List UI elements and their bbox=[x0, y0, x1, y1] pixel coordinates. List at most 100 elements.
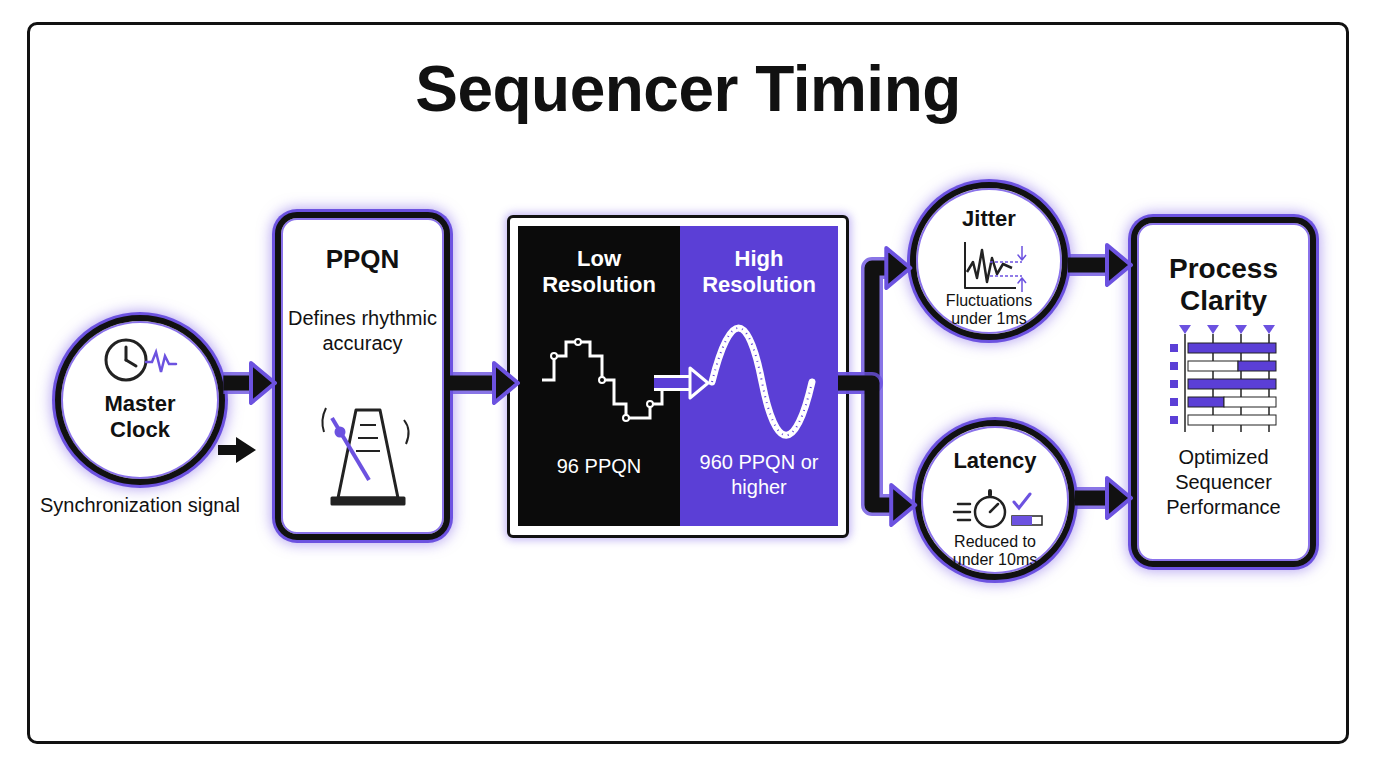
grid-line bbox=[1184, 334, 1186, 432]
result-box: Process ClarityOptimized Sequencer Perfo… bbox=[1131, 217, 1316, 567]
clock-face bbox=[106, 340, 146, 380]
speed-line bbox=[958, 503, 970, 506]
arrow-head bbox=[494, 363, 518, 403]
jitter-line bbox=[967, 250, 1012, 282]
flow-arrow bbox=[838, 383, 915, 525]
swing-mark bbox=[322, 408, 326, 432]
metronome-body bbox=[338, 410, 398, 498]
arrow-glow bbox=[1068, 254, 1107, 276]
node-body: Fluctuations under 1ms bbox=[924, 292, 1054, 327]
node-body: Synchronization signal bbox=[30, 493, 250, 518]
node-heading: PPQN bbox=[288, 244, 438, 275]
flow-arrow bbox=[1068, 245, 1131, 285]
progress-fill bbox=[1012, 516, 1032, 525]
arrow-glow bbox=[838, 383, 891, 505]
diagram-title: Sequencer Timing bbox=[0, 52, 1376, 126]
flow-arrow bbox=[1075, 478, 1131, 518]
metronome-icon bbox=[322, 408, 408, 504]
metric-circle: JitterFluctuations under 1ms bbox=[910, 182, 1068, 340]
arrow-head bbox=[1107, 478, 1131, 518]
node-heading: Process Clarity bbox=[1144, 253, 1304, 317]
row-bar bbox=[1188, 343, 1276, 353]
arrow-head bbox=[1107, 245, 1131, 285]
decor-arrow bbox=[218, 437, 256, 463]
bound-line bbox=[990, 261, 1022, 263]
flow-arrow bbox=[223, 363, 275, 403]
jitter-icon bbox=[965, 242, 1026, 292]
row-square bbox=[1170, 398, 1178, 406]
sample-dot bbox=[551, 353, 557, 359]
metronome-scale bbox=[360, 424, 376, 426]
row-square bbox=[1170, 416, 1178, 424]
node-heading: Jitter bbox=[929, 206, 1049, 232]
speed-line bbox=[958, 519, 970, 522]
row-square bbox=[1170, 344, 1178, 352]
smooth-wave-line bbox=[712, 328, 812, 435]
sample-dot bbox=[575, 339, 581, 345]
arrow-glow bbox=[838, 268, 886, 383]
row-bar bbox=[1238, 361, 1276, 371]
node-body: Optimized Sequencer Performance bbox=[1139, 445, 1309, 520]
arrow-glow bbox=[223, 372, 251, 394]
arrow-shaft bbox=[223, 376, 251, 391]
arrow-head bbox=[886, 248, 910, 288]
sample-dot bbox=[647, 401, 653, 407]
flow-arrow bbox=[450, 363, 518, 403]
concept-box: PPQN Defines rhythmic accuracy bbox=[275, 212, 450, 540]
metronome-pendulum bbox=[332, 418, 369, 480]
arrow-head bbox=[891, 485, 915, 525]
row-square bbox=[1170, 380, 1178, 388]
marker bbox=[1207, 325, 1219, 334]
swing-mark bbox=[404, 420, 409, 444]
stopwatch-face bbox=[975, 497, 1005, 527]
bound-arrow bbox=[1018, 246, 1026, 260]
arrow-head bbox=[251, 363, 275, 403]
progress-bar bbox=[1012, 516, 1042, 525]
metronome-scale bbox=[358, 437, 378, 439]
stopwatch-button bbox=[988, 491, 992, 495]
decor-arrow-shaft bbox=[218, 445, 238, 455]
step-wave-line bbox=[542, 342, 662, 418]
timeline-icon bbox=[1170, 325, 1276, 432]
metronome-base bbox=[332, 498, 404, 504]
row-bar bbox=[1188, 397, 1224, 407]
arrow-glow bbox=[654, 375, 690, 391]
node-heading: High Resolution bbox=[684, 246, 834, 299]
speed-line bbox=[954, 511, 970, 514]
flow-arrow bbox=[654, 368, 708, 398]
arrow-shaft bbox=[1068, 258, 1107, 273]
arrow-shaft bbox=[450, 376, 494, 391]
row-bar bbox=[1188, 415, 1276, 425]
row-bar bbox=[1224, 397, 1276, 407]
sample-dot bbox=[623, 415, 629, 421]
row-square bbox=[1170, 362, 1178, 370]
marker bbox=[1179, 325, 1191, 334]
clock-icon bbox=[106, 340, 176, 380]
arrow-shaft bbox=[654, 378, 690, 388]
check-mark bbox=[1014, 494, 1030, 508]
arrow-glow bbox=[450, 372, 494, 394]
clock-hand bbox=[125, 347, 128, 360]
node-heading: Master Clock bbox=[80, 391, 200, 444]
marker bbox=[1263, 325, 1275, 334]
row-bar bbox=[1188, 361, 1238, 371]
wave-beads bbox=[712, 328, 812, 435]
node-body: 96 PPQN bbox=[524, 454, 674, 479]
node-body: Defines rhythmic accuracy bbox=[288, 306, 438, 356]
arrow-head bbox=[690, 368, 708, 398]
pulse-line bbox=[146, 352, 176, 372]
decor-arrow-head bbox=[236, 437, 256, 463]
node-body: 960 PPQN or higher bbox=[689, 450, 829, 500]
node-heading: Latency bbox=[930, 448, 1060, 474]
node-body: Reduced to under 10ms bbox=[935, 533, 1055, 568]
clock-hand bbox=[126, 360, 136, 366]
metronome-scale bbox=[356, 450, 380, 452]
node-heading: Low Resolution bbox=[524, 246, 674, 299]
arrow-shaft bbox=[1075, 491, 1107, 506]
arrow-shaft bbox=[838, 268, 886, 383]
latency-icon bbox=[954, 491, 1042, 527]
metric-circle: LatencyReduced to under 10ms bbox=[915, 420, 1075, 580]
chart-axes bbox=[965, 242, 1016, 288]
marker bbox=[1235, 325, 1247, 334]
